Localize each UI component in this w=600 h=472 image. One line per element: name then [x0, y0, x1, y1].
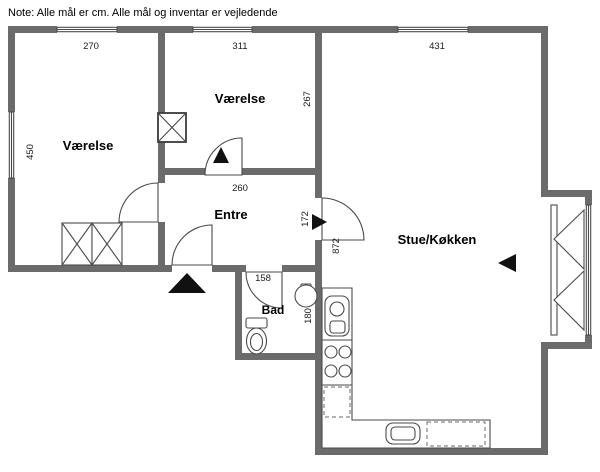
room-label-entre: Entre	[214, 207, 247, 222]
toilet	[245, 317, 268, 355]
wall-segment	[541, 342, 548, 455]
room-labels: Værelse Værelse Entre Bad Stue/Køkken	[63, 91, 477, 317]
wall-segment	[315, 240, 322, 455]
wall-segment	[8, 265, 172, 272]
door-swing-entrance	[171, 224, 213, 266]
wall-segment	[242, 168, 322, 175]
wall-segment	[158, 26, 165, 183]
window-top-mid	[192, 26, 253, 33]
kitchen-counter	[321, 287, 491, 449]
wall-segment	[8, 26, 548, 33]
doors	[118, 137, 585, 336]
balcony-door-leaf-bottom	[553, 269, 585, 332]
bathroom-sink	[294, 283, 318, 308]
wall-segment	[315, 26, 322, 198]
wall-segment	[235, 265, 242, 360]
wall-segment	[315, 448, 548, 455]
kitchen-sink-upper	[324, 295, 350, 337]
window-top-right	[397, 26, 469, 33]
window-balcony	[585, 204, 592, 336]
dim-bedroom-left-depth: 450	[25, 144, 36, 160]
dim-bedroom-left-width: 270	[83, 41, 99, 52]
wall-segment	[158, 168, 205, 175]
fixtures	[61, 112, 491, 449]
window-left	[8, 111, 15, 179]
room-label-living: Stue/Køkken	[398, 232, 477, 247]
windows	[8, 26, 592, 336]
bedroom-door-arrow-icon	[213, 147, 229, 163]
dim-bedroom-mid-depth: 267	[302, 91, 313, 107]
kitchen-sink-lower	[385, 422, 421, 445]
door-swing-bedroom-left	[118, 182, 159, 223]
dim-bad-width: 158	[255, 273, 271, 284]
dim-entre-depth: 172	[300, 211, 311, 227]
balcony-door-leaf-top	[553, 208, 585, 271]
wall-segment	[235, 353, 322, 360]
room-label-bedroom-mid: Værelse	[215, 91, 266, 106]
living-door-arrow-icon	[312, 214, 327, 230]
wall-segment	[282, 265, 322, 272]
wall-segment	[212, 265, 246, 272]
appliance-dashed-left	[323, 386, 351, 418]
appliance-dashed-bottom	[426, 421, 486, 447]
dim-bad-depth: 180	[303, 308, 314, 324]
dim-living-depth: 872	[331, 238, 342, 254]
wardrobe	[61, 222, 123, 266]
balcony-arrow-icon	[498, 254, 516, 272]
dim-entre-width: 260	[232, 183, 248, 194]
arrows	[168, 147, 516, 293]
dim-living-width: 431	[429, 41, 445, 52]
door-swing-bathroom	[245, 271, 283, 309]
plan-note: Note: Alle mål er cm. Alle mål og invent…	[8, 7, 278, 19]
dim-bedroom-mid-width: 311	[232, 41, 247, 52]
balcony-door-panel	[550, 204, 558, 336]
wall-segment	[541, 342, 592, 349]
door-swing-living	[321, 197, 365, 241]
stove	[324, 345, 352, 378]
room-label-bedroom-left: Værelse	[63, 138, 114, 153]
entrance-arrow-icon	[168, 273, 206, 293]
wall-segment	[158, 222, 165, 272]
window-top-left	[56, 26, 118, 33]
room-label-bad: Bad	[262, 303, 285, 317]
vent-shaft	[157, 112, 187, 143]
wall-segment	[541, 26, 548, 197]
dimension-labels: 270 311 431 260 158 450 267 172 872 180	[25, 41, 445, 324]
wall-segment	[541, 190, 592, 197]
